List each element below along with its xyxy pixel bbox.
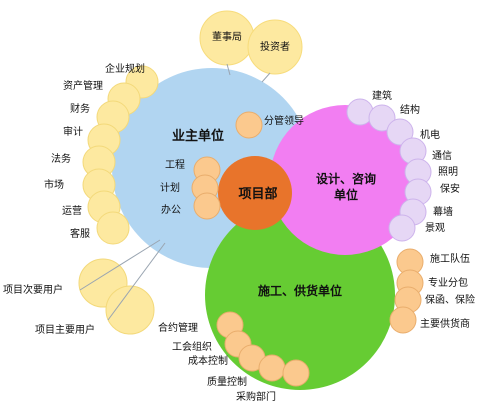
label-office: 办公 — [161, 203, 181, 216]
label-suppliers: 主要供货商 — [420, 317, 470, 330]
design-title-line1: 设计、咨询 — [316, 171, 376, 186]
label-plan: 计划 — [160, 181, 180, 194]
label-secondary-users: 项目次要用户 — [3, 283, 63, 296]
label-ops: 运营 — [62, 204, 82, 217]
label-manager: 分管领导 — [264, 114, 304, 127]
label-cost-control: 成本控制 — [188, 354, 228, 367]
label-landscape: 景观 — [425, 222, 445, 234]
construction-right-bubbles — [389, 248, 424, 334]
top-bubble — [247, 19, 303, 75]
label-primary-users: 项目主要用户 — [35, 323, 95, 336]
label-lighting: 照明 — [438, 166, 458, 178]
label-crews: 施工队伍 — [430, 252, 470, 265]
label-engineering: 工程 — [165, 159, 185, 171]
label-legal: 法务 — [51, 152, 71, 165]
owner-title: 业主单位 — [172, 128, 224, 144]
label-union: 工会组织 — [172, 340, 212, 353]
label-board: 董事局 — [212, 30, 242, 43]
label-curtain-wall: 幕墙 — [433, 205, 453, 218]
label-security: 保安 — [440, 182, 460, 195]
construction-title: 施工、供货单位 — [258, 283, 342, 298]
label-service: 客服 — [70, 227, 90, 240]
label-assets: 资产管理 — [63, 79, 103, 92]
label-procurement: 采购部门 — [236, 390, 276, 403]
label-insurance: 保函、保险 — [425, 293, 475, 306]
design-title-line2: 单位 — [334, 187, 358, 202]
label-investor: 投资者 — [260, 40, 290, 53]
construction-bottom-bubbles — [216, 311, 310, 387]
user-bubble — [105, 285, 155, 335]
design-bubbles — [346, 98, 432, 242]
hub-title: 项目部 — [238, 186, 277, 202]
label-subcontract: 专业分包 — [428, 276, 468, 289]
left-bubbles — [82, 65, 159, 245]
label-quality-control: 质量控制 — [207, 375, 247, 388]
label-contract-mgmt: 合约管理 — [158, 321, 198, 334]
hub-circle — [218, 156, 292, 230]
label-telecom: 通信 — [432, 150, 452, 162]
label-architecture: 建筑 — [372, 89, 392, 102]
label-audit: 审计 — [63, 125, 83, 138]
label-finance: 财务 — [70, 102, 90, 115]
label-planning: 企业规划 — [105, 62, 145, 75]
label-market: 市场 — [44, 178, 64, 191]
label-mep: 机电 — [420, 128, 440, 141]
label-structure: 结构 — [400, 103, 420, 116]
design-circle — [270, 105, 420, 255]
